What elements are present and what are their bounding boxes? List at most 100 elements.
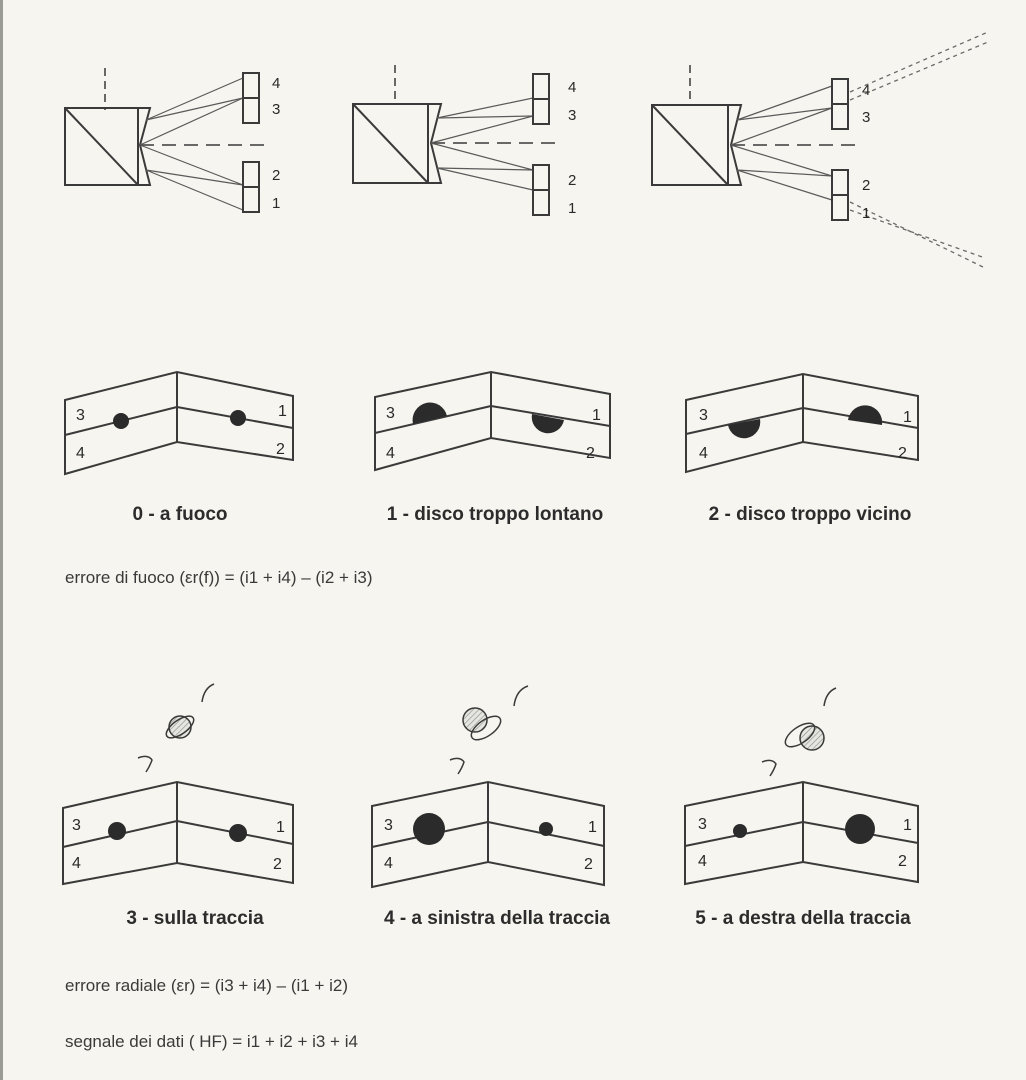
pd-label-1: 1 (272, 195, 280, 212)
laser-spot-right (230, 410, 246, 426)
optics-diagram-1-labels: 4 3 2 1 (272, 75, 280, 212)
focus-detector-2: 3 4 1 2 (374, 370, 611, 472)
photodiode-1 (242, 186, 260, 213)
photodiode-3 (242, 97, 260, 124)
optics-diagram-2 (352, 65, 560, 216)
detector-outline (684, 780, 919, 886)
quadrant-label-3: 3 (698, 816, 707, 833)
quadrant-label-4: 4 (72, 855, 81, 872)
laser-spot-large (413, 813, 445, 845)
pd-label-3: 3 (862, 109, 870, 126)
focus-detector-3: 3 4 1 2 (685, 372, 919, 474)
quadrant-label-4: 4 (384, 855, 393, 872)
caption-disc-too-near: 2 - disco troppo vicino (708, 504, 912, 525)
pd-label-3: 3 (272, 101, 280, 118)
light-rays (430, 97, 534, 191)
pd-label-1: 1 (568, 200, 576, 217)
scribble-mark (449, 757, 465, 775)
caption-disc-too-far: 1 - disco troppo lontano (386, 504, 604, 525)
pd-label-4: 4 (272, 75, 280, 92)
quadrant-label-3: 3 (384, 817, 393, 834)
laser-spot-left (108, 822, 126, 840)
spot-ellipse (165, 715, 195, 739)
quadrant-label-2: 2 (898, 853, 907, 870)
prism-diagonal (651, 104, 729, 186)
wedge-prism (137, 107, 152, 186)
photodiode-4 (532, 73, 550, 100)
photodiode-4 (831, 78, 849, 105)
spot-hatched (799, 725, 825, 751)
spot-ellipse (784, 722, 816, 748)
quadrant-label-1: 1 (588, 819, 597, 836)
detector-divider-left (374, 405, 492, 434)
scribble-mark (513, 685, 529, 707)
quadrant-label-1: 1 (278, 403, 287, 420)
half-spot-upper (412, 402, 447, 424)
light-rays (139, 77, 244, 211)
quadrant-label-1: 1 (903, 817, 912, 834)
data-signal-formula: segnale dei dati ( HF) = i1 + i2 + i3 + … (65, 1032, 358, 1051)
caption-right-of-track: 5 - a destra della traccia (695, 908, 911, 929)
quadrant-label-4: 4 (386, 445, 395, 462)
quadrant-label-2: 2 (898, 445, 907, 462)
spot-hatched (462, 707, 488, 733)
photodiode-1 (831, 194, 849, 221)
caption-on-track: 3 - sulla traccia (126, 908, 264, 929)
quadrant-label-4: 4 (76, 445, 85, 462)
light-rays (730, 85, 833, 201)
pd-label-1: 1 (862, 205, 870, 222)
half-spot-upper (848, 405, 883, 425)
laser-spot-left (113, 413, 129, 429)
pd-label-3: 3 (568, 107, 576, 124)
detector-divider-right (490, 405, 611, 427)
scribble-mark (823, 687, 837, 707)
photodiode-3 (532, 98, 550, 125)
scribble-mark (761, 759, 777, 777)
photodiode-1 (532, 189, 550, 216)
quadrant-label-4: 4 (698, 853, 707, 870)
quadrant-label-1: 1 (903, 409, 912, 426)
tracking-detector-1: 3 4 1 2 (62, 780, 294, 886)
quadrant-label-4: 4 (699, 445, 708, 462)
spot-sketch-2 (449, 685, 529, 775)
pd-label-4: 4 (862, 82, 870, 99)
pd-label-2: 2 (272, 167, 280, 184)
pd-label-2: 2 (862, 177, 870, 194)
spot-sketch-1 (137, 683, 215, 773)
quadrant-label-2: 2 (584, 856, 593, 873)
optics-diagram-2-labels: 4 3 2 1 (568, 79, 576, 217)
detector-divider-left (685, 407, 804, 435)
quadrant-label-1: 1 (592, 407, 601, 424)
scribble-mark (201, 683, 215, 703)
spot-ellipse (470, 715, 502, 741)
pd-label-2: 2 (568, 172, 576, 189)
photodiode-3 (831, 103, 849, 130)
detector-outline (64, 370, 294, 476)
prism-diagonal (352, 103, 429, 184)
wedge-prism (427, 103, 443, 184)
page-edge (0, 0, 3, 1080)
tracking-detector-3: 3 4 1 2 (684, 780, 919, 886)
quadrant-label-3: 3 (76, 407, 85, 424)
focus-error-formula: errore di fuoco (εr(f)) = (i1 + i4) – (i… (65, 568, 373, 587)
focus-detector-1: 3 4 1 2 (64, 370, 294, 476)
laser-spot-small (733, 824, 747, 838)
radial-error-formula: errore radiale (εr) = (i3 + i4) – (i1 + … (65, 976, 348, 995)
photodiode-2 (242, 161, 260, 188)
quadrant-label-3: 3 (72, 817, 81, 834)
laser-spot-small (539, 822, 553, 836)
wedge-prism (727, 104, 743, 186)
caption-in-focus: 0 - a fuoco (132, 504, 228, 525)
prism-diagonal (64, 107, 139, 186)
laser-spot-right (229, 824, 247, 842)
quadrant-label-2: 2 (273, 856, 282, 873)
pd-label-4: 4 (568, 79, 576, 96)
caption-left-of-track: 4 - a sinistra della traccia (383, 908, 610, 929)
quadrant-label-3: 3 (699, 407, 708, 424)
quadrant-label-2: 2 (276, 441, 285, 458)
diverging-beam (849, 31, 989, 269)
spot-sketch-3 (761, 687, 837, 777)
quadrant-label-2: 2 (586, 445, 595, 462)
quadrant-label-1: 1 (276, 819, 285, 836)
